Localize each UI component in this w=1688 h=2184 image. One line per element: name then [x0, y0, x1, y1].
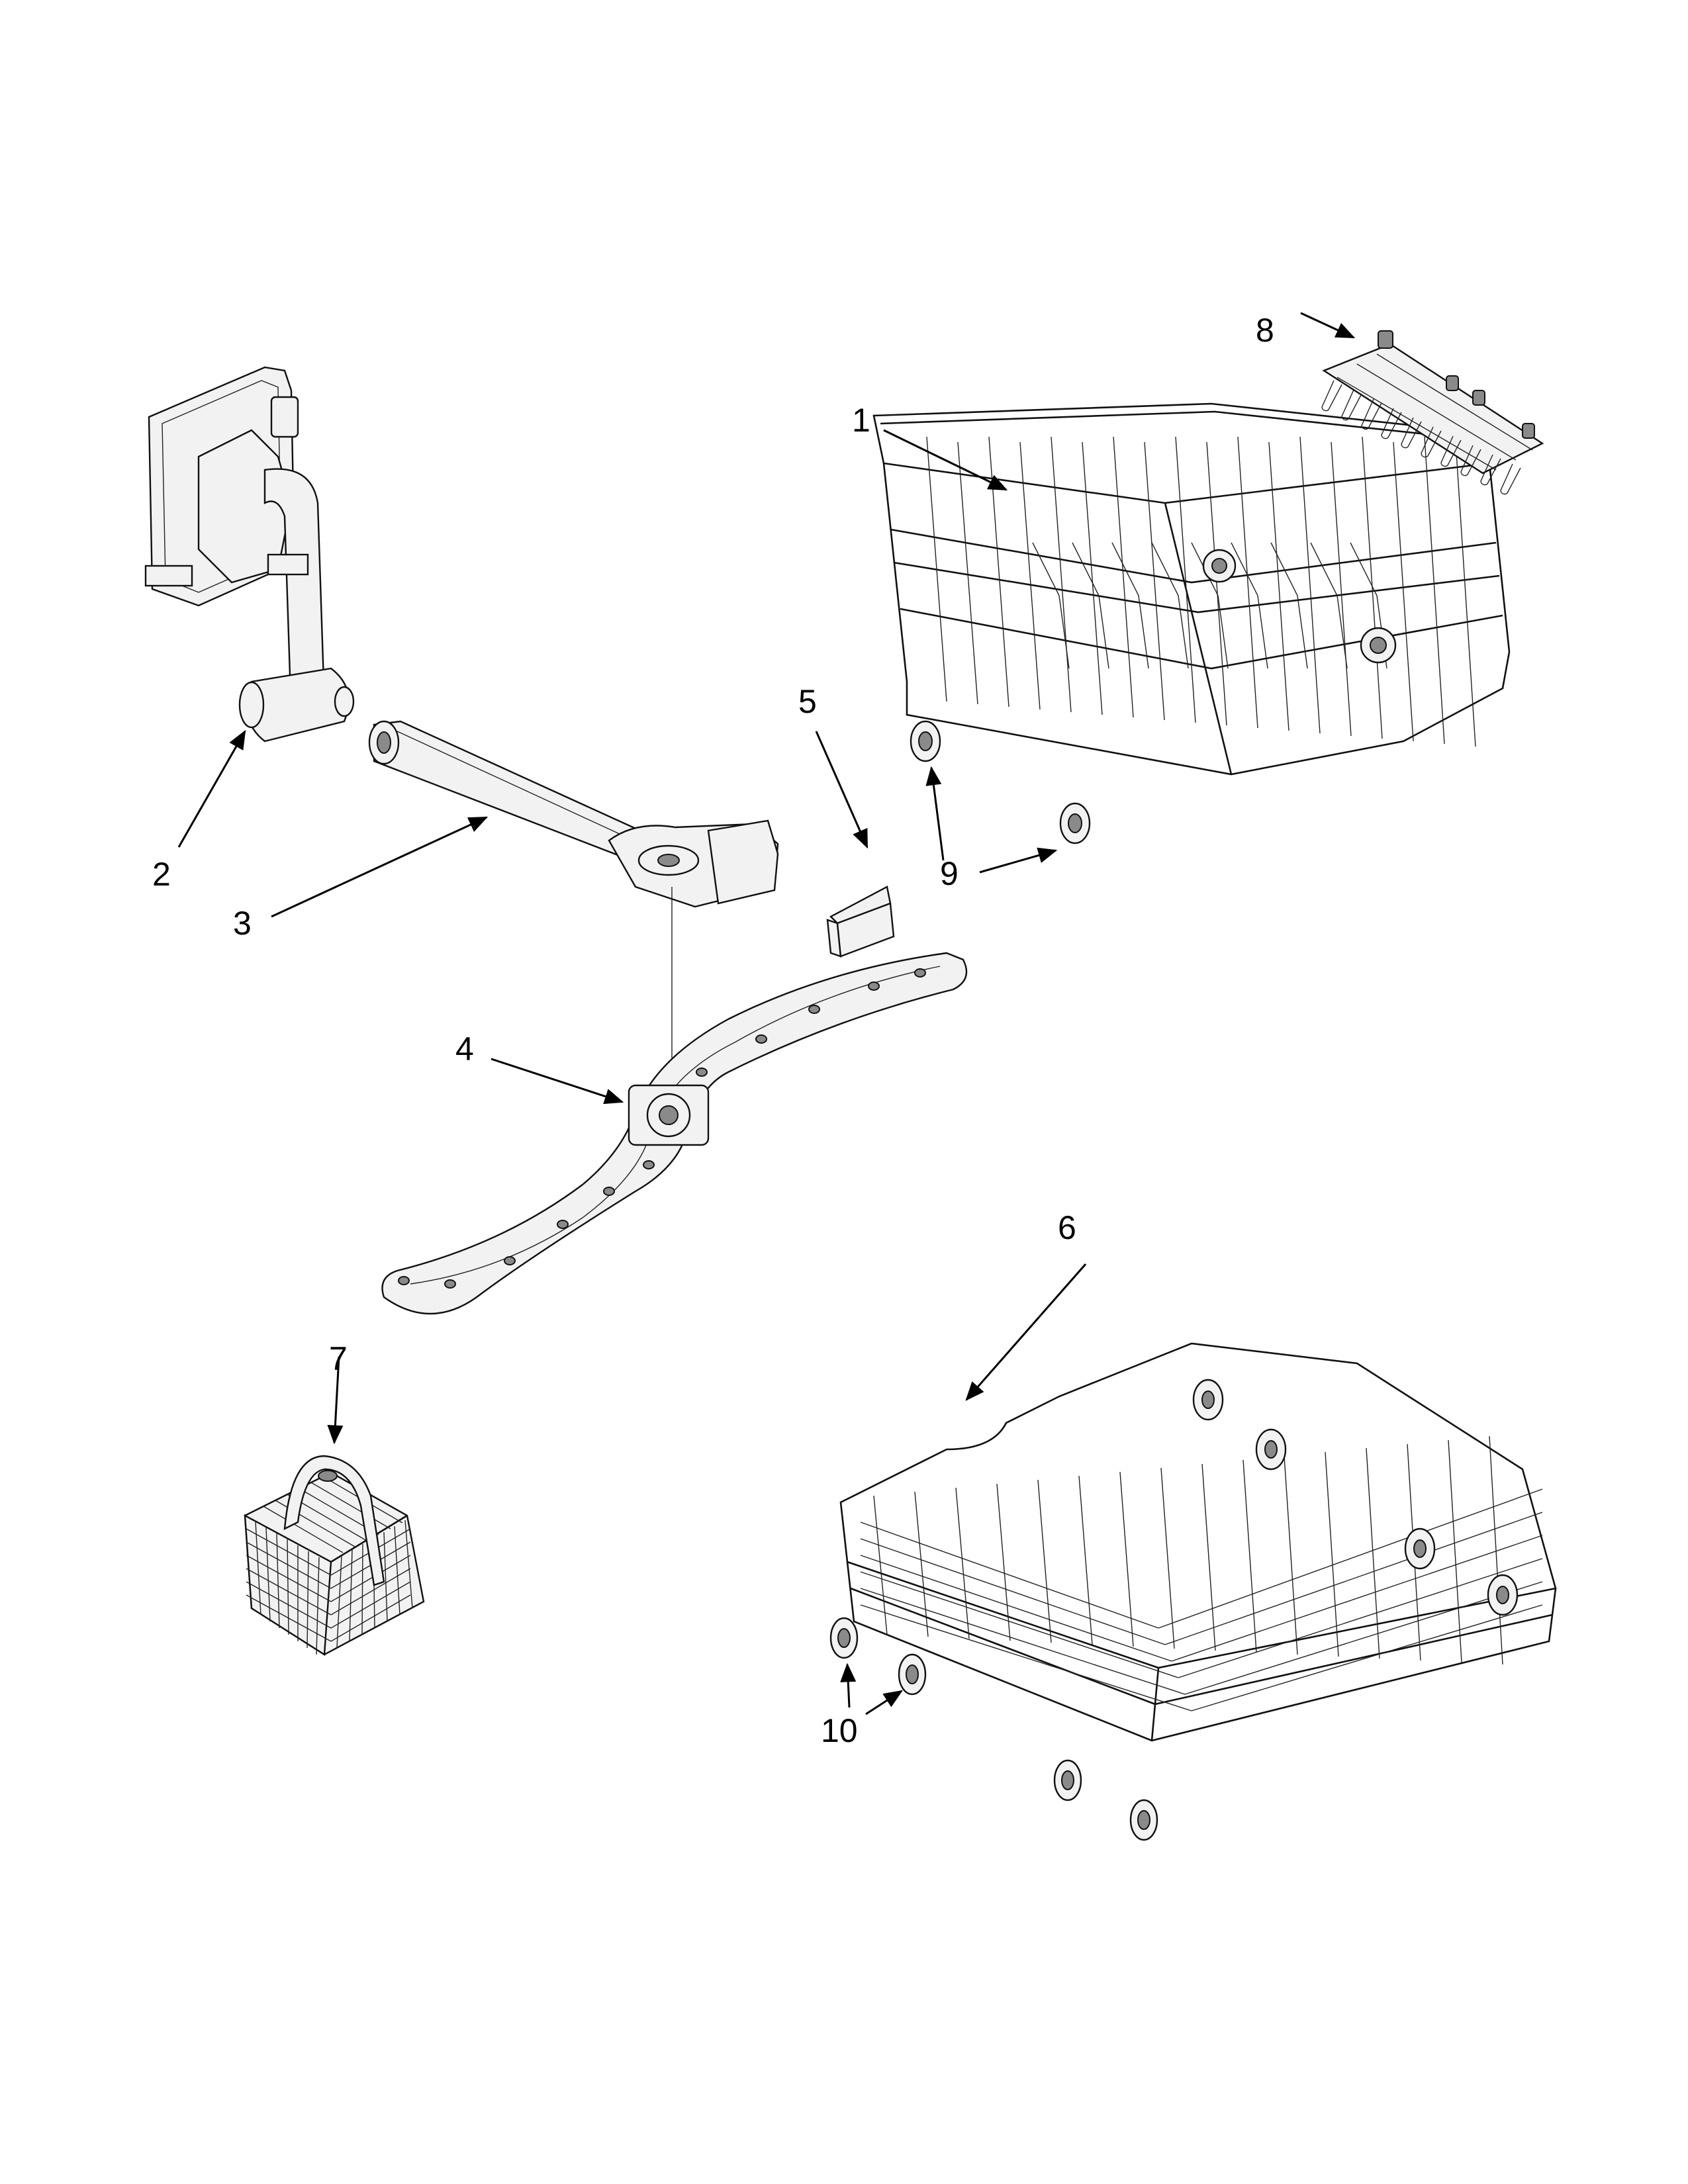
leader-3: [271, 816, 489, 918]
callout-4: 4: [455, 1030, 474, 1068]
rack-hub: [1192, 1379, 1224, 1421]
leader-7: [327, 1356, 344, 1445]
leader-9a: [925, 766, 945, 861]
callout-10: 10: [821, 1712, 858, 1749]
rack-wheel: [1129, 1799, 1158, 1841]
rack-wheel: [829, 1617, 859, 1659]
callout-5: 5: [798, 683, 817, 720]
lower-dishrack: [829, 1342, 1557, 1841]
callout-9: 9: [940, 855, 959, 892]
leader-5: [815, 731, 868, 849]
callout-6: 6: [1058, 1209, 1076, 1246]
callout-8: 8: [1256, 312, 1274, 349]
rack-wheel: [1059, 802, 1091, 844]
callout-3: 3: [233, 905, 252, 942]
rack-wheel: [1053, 1759, 1082, 1801]
leader-10a: [840, 1662, 857, 1708]
callout-2: 2: [152, 856, 171, 893]
leader-9b: [979, 847, 1058, 874]
spray-arm-conduit: [368, 720, 779, 1085]
rack-wheel: [910, 720, 941, 762]
lower-spray-arm: [381, 952, 968, 1315]
rack-hub: [1404, 1527, 1436, 1570]
leader-6: [965, 1263, 1087, 1401]
rack-hub: [1487, 1574, 1519, 1616]
leader-1: [883, 429, 1008, 491]
rack-wheel: [898, 1653, 927, 1696]
leader-8: [1300, 312, 1356, 339]
fold-down-tine-row: [1321, 330, 1544, 495]
silverware-basket: [244, 1455, 425, 1657]
callout-1: 1: [852, 402, 870, 439]
leader-lines: [177, 312, 1356, 1715]
rack-clip: [826, 886, 895, 958]
callout-7: 7: [329, 1340, 348, 1377]
water-inlet-manifold: [144, 366, 355, 743]
leader-2: [177, 729, 246, 848]
rack-hub: [1255, 1428, 1287, 1471]
leader-10b: [865, 1690, 904, 1715]
upper-dishrack: [872, 402, 1511, 844]
leader-4: [491, 1058, 624, 1105]
